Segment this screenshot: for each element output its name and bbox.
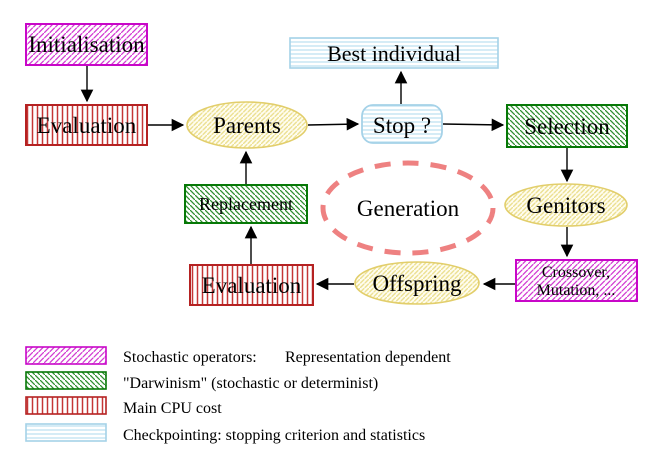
legend-checkpointing-label: Checkpointing: stopping criterion and st… xyxy=(123,427,425,444)
genitors-label: Genitors xyxy=(526,193,605,218)
edge-stop-to-selection xyxy=(442,118,505,132)
parents-label: Parents xyxy=(213,113,281,138)
initialisation-label: Initialisation xyxy=(28,32,145,57)
diagram-edges xyxy=(80,66,574,291)
legend-stochastic-label: Stochastic operators: xyxy=(123,349,257,366)
replacement-label: Replacement xyxy=(199,194,293,214)
generation-ellipse xyxy=(320,160,496,256)
node-stop: Stop ? xyxy=(361,104,443,144)
genitors-ellipse xyxy=(504,183,628,227)
evaluation-top-box xyxy=(25,104,148,146)
generation-label: Generation xyxy=(357,196,460,221)
node-best-individual: Best individual xyxy=(289,37,499,69)
node-parents: Parents xyxy=(186,101,308,149)
legend-cpu-label: Main CPU cost xyxy=(123,400,222,417)
selection-box xyxy=(506,104,628,148)
node-generation: Generation xyxy=(320,160,496,256)
mutation-label: Mutation, ... xyxy=(537,282,616,299)
parents-ellipse xyxy=(186,101,308,149)
legend-representation-label: Representation dependent xyxy=(285,349,451,366)
stop-box xyxy=(361,104,443,144)
node-initialisation: Initialisation xyxy=(25,23,148,66)
crossover-mutation-box xyxy=(515,259,638,302)
stop-label: Stop ? xyxy=(373,113,431,138)
node-evaluation-bottom: Evaluation xyxy=(189,264,314,306)
evaluation-bottom-label: Evaluation xyxy=(202,273,302,298)
best-individual-box xyxy=(289,37,499,69)
legend-swatch-cpu xyxy=(25,396,107,415)
node-replacement: Replacement xyxy=(184,184,308,224)
offspring-ellipse xyxy=(354,261,480,305)
legend-swatch-darwinism xyxy=(25,371,107,390)
node-selection: Selection xyxy=(506,104,628,148)
edge-parents-to-stop xyxy=(307,117,360,131)
offspring-label: Offspring xyxy=(372,271,462,296)
legend-darwinism-label: "Darwinism" (stochastic or determinist) xyxy=(123,375,378,392)
node-offspring: Offspring xyxy=(354,261,480,305)
best-individual-label: Best individual xyxy=(327,41,461,66)
node-genitors: Genitors xyxy=(504,183,628,227)
legend: Stochastic operators: Representation dep… xyxy=(25,346,451,444)
legend-swatch-stochastic xyxy=(25,346,107,365)
node-evaluation-top: Evaluation xyxy=(25,104,148,146)
initialisation-box xyxy=(25,23,148,66)
replacement-box xyxy=(184,184,308,224)
evaluation-top-label: Evaluation xyxy=(37,113,137,138)
selection-label: Selection xyxy=(524,114,610,139)
evaluation-bottom-box xyxy=(189,264,314,306)
crossover-label: Crossover, xyxy=(542,264,610,281)
legend-swatch-checkpointing xyxy=(25,423,107,442)
node-crossover-mutation: Crossover, Mutation, ... xyxy=(515,259,638,302)
